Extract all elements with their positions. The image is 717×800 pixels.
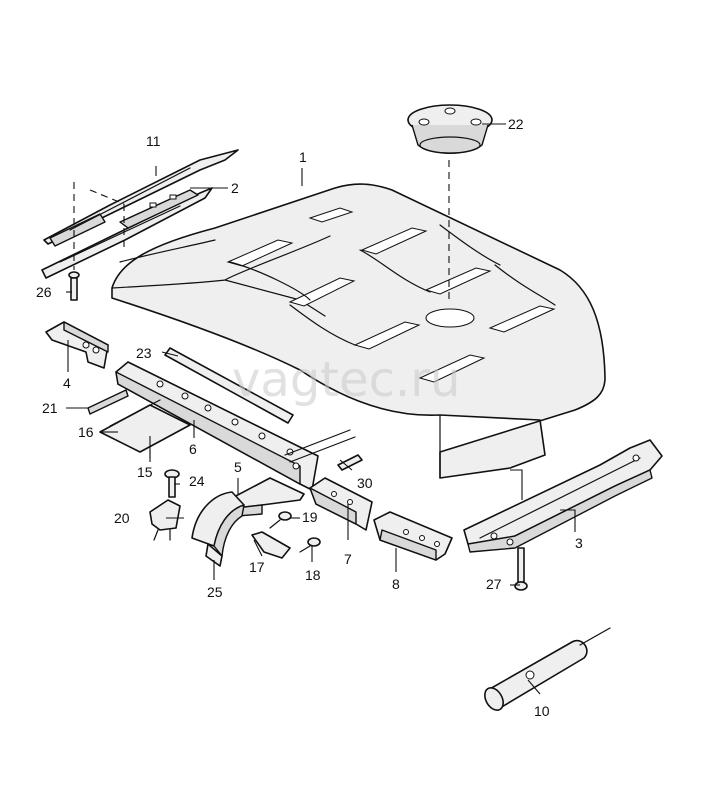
part-21-seal <box>87 389 129 415</box>
callout-26: 26 <box>36 284 52 300</box>
callout-16: 16 <box>78 424 94 440</box>
callout-22: 22 <box>508 116 524 132</box>
part-22-cap <box>407 104 493 300</box>
part-19-bolt <box>269 511 292 529</box>
part-4-bracket <box>45 321 109 369</box>
part-26-bolt <box>68 271 80 301</box>
callout-30: 30 <box>357 475 373 491</box>
callout-20: 20 <box>114 510 130 526</box>
part-16-rail <box>99 399 191 453</box>
callout-5: 5 <box>234 459 242 475</box>
callout-21: 21 <box>42 400 58 416</box>
part-8-bracket <box>373 511 453 561</box>
part-23-strip <box>164 347 294 424</box>
callout-10: 10 <box>534 703 550 719</box>
callout-11: 11 <box>146 133 161 149</box>
callout-4: 4 <box>63 375 71 391</box>
callout-2: 2 <box>231 180 239 196</box>
panel-opening <box>425 308 475 328</box>
callout-3: 3 <box>575 535 583 551</box>
callout-23: 23 <box>136 345 152 361</box>
watermark: vagtec.ru <box>232 352 460 408</box>
leader-lines <box>66 123 576 695</box>
part-2-rail <box>41 187 213 279</box>
callout-labels: 1 2 3 4 5 6 7 8 10 11 15 16 17 18 19 20 … <box>36 116 583 719</box>
part-25-liner <box>191 491 245 567</box>
part-11-rail <box>43 149 239 247</box>
part-24-screw <box>164 469 180 498</box>
part-1-panel <box>111 183 606 479</box>
callout-8: 8 <box>392 576 400 592</box>
callout-19: 19 <box>302 509 318 525</box>
part-18-bolt <box>299 537 321 553</box>
part-30-rod <box>337 454 363 471</box>
part-20-bracket <box>149 499 181 541</box>
callout-15: 15 <box>137 464 153 480</box>
part-27-bolt <box>514 547 528 591</box>
callout-25: 25 <box>207 584 223 600</box>
callout-24: 24 <box>189 473 205 489</box>
callout-7: 7 <box>344 551 352 567</box>
callout-27: 27 <box>486 576 502 592</box>
callout-1: 1 <box>299 149 307 165</box>
callout-18: 18 <box>305 567 321 583</box>
part-6-crossmember <box>115 361 319 491</box>
part-3-rail <box>463 439 663 553</box>
part-10-tool <box>484 627 611 711</box>
callout-17: 17 <box>249 559 265 575</box>
callout-6: 6 <box>189 441 197 457</box>
part-7-bracket <box>309 477 373 531</box>
part-17-clip <box>251 531 291 559</box>
